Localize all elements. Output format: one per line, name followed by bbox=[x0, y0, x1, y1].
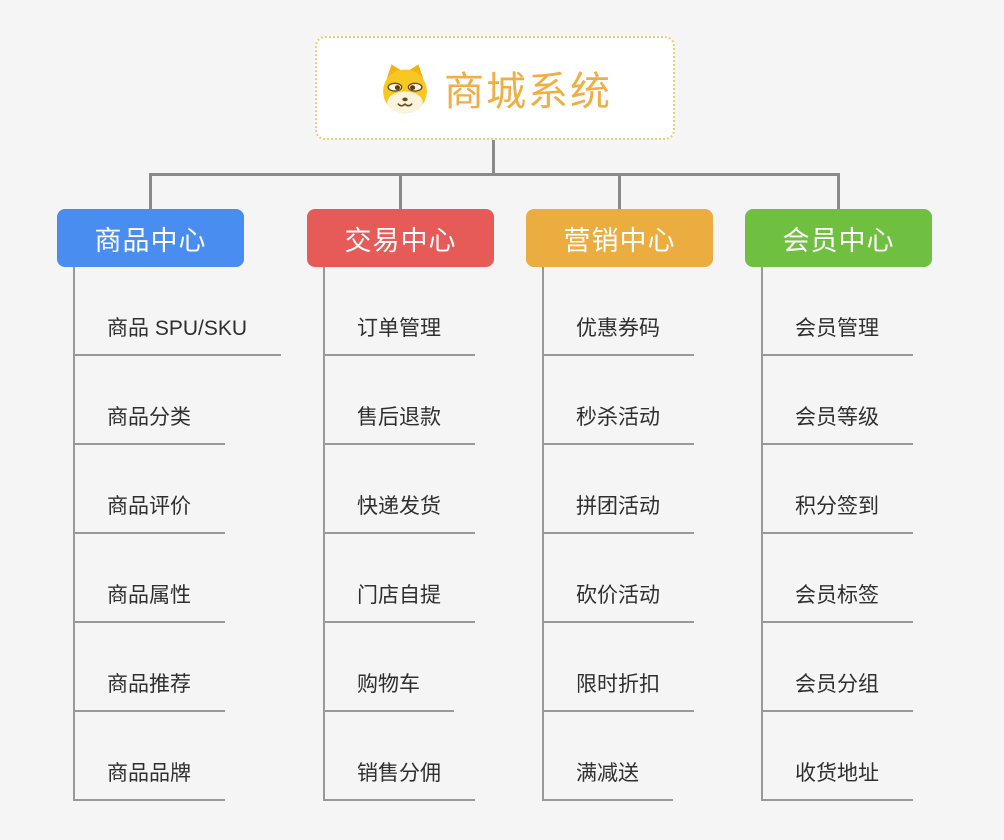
leaf-node-trade-center-3[interactable]: 门店自提 bbox=[323, 580, 475, 623]
connector-root-stem bbox=[492, 140, 495, 174]
branch-node-trade-center[interactable]: 交易中心 bbox=[307, 209, 494, 267]
leaf-node-marketing-center-0[interactable]: 优惠券码 bbox=[542, 313, 694, 356]
dog-face-icon bbox=[383, 64, 427, 114]
leaf-node-product-center-0[interactable]: 商品 SPU/SKU bbox=[73, 313, 282, 356]
branch-node-member-center[interactable]: 会员中心 bbox=[745, 209, 932, 267]
leaf-node-member-center-4[interactable]: 会员分组 bbox=[761, 669, 913, 712]
connector-branch-stem-member-center bbox=[837, 173, 840, 211]
leaf-node-product-center-5[interactable]: 商品品牌 bbox=[73, 758, 225, 801]
leaf-line-trade-center bbox=[323, 267, 325, 801]
leaf-node-product-center-2[interactable]: 商品评价 bbox=[73, 491, 225, 534]
branch-node-marketing-center[interactable]: 营销中心 bbox=[526, 209, 713, 267]
connector-branch-stem-product-center bbox=[149, 173, 152, 211]
leaf-node-trade-center-4[interactable]: 购物车 bbox=[323, 669, 454, 712]
leaf-node-member-center-0[interactable]: 会员管理 bbox=[761, 313, 913, 356]
leaf-node-member-center-2[interactable]: 积分签到 bbox=[761, 491, 913, 534]
leaf-line-marketing-center bbox=[542, 267, 544, 801]
leaf-node-trade-center-0[interactable]: 订单管理 bbox=[323, 313, 475, 356]
leaf-node-product-center-4[interactable]: 商品推荐 bbox=[73, 669, 225, 712]
leaf-node-marketing-center-1[interactable]: 秒杀活动 bbox=[542, 402, 694, 445]
root-title: 商城系统 bbox=[444, 70, 612, 114]
leaf-line-member-center bbox=[761, 267, 763, 801]
leaf-node-trade-center-2[interactable]: 快递发货 bbox=[323, 491, 475, 534]
leaf-node-member-center-1[interactable]: 会员等级 bbox=[761, 402, 913, 445]
root-node[interactable]: 商城系统 bbox=[315, 36, 675, 140]
connector-rail bbox=[149, 173, 840, 176]
leaf-node-marketing-center-5[interactable]: 满减送 bbox=[542, 758, 673, 801]
connector-branch-stem-marketing-center bbox=[618, 173, 621, 211]
connector-branch-stem-trade-center bbox=[399, 173, 402, 211]
leaf-node-trade-center-5[interactable]: 销售分佣 bbox=[323, 758, 475, 801]
leaf-node-marketing-center-4[interactable]: 限时折扣 bbox=[542, 669, 694, 712]
leaf-node-marketing-center-2[interactable]: 拼团活动 bbox=[542, 491, 694, 534]
leaf-node-product-center-1[interactable]: 商品分类 bbox=[73, 402, 225, 445]
leaf-line-product-center bbox=[73, 267, 75, 801]
leaf-node-member-center-5[interactable]: 收货地址 bbox=[761, 758, 913, 801]
leaf-node-trade-center-1[interactable]: 售后退款 bbox=[323, 402, 475, 445]
leaf-node-product-center-3[interactable]: 商品属性 bbox=[73, 580, 225, 623]
leaf-node-member-center-3[interactable]: 会员标签 bbox=[761, 580, 913, 623]
branch-node-product-center[interactable]: 商品中心 bbox=[57, 209, 244, 267]
leaf-node-marketing-center-3[interactable]: 砍价活动 bbox=[542, 580, 694, 623]
